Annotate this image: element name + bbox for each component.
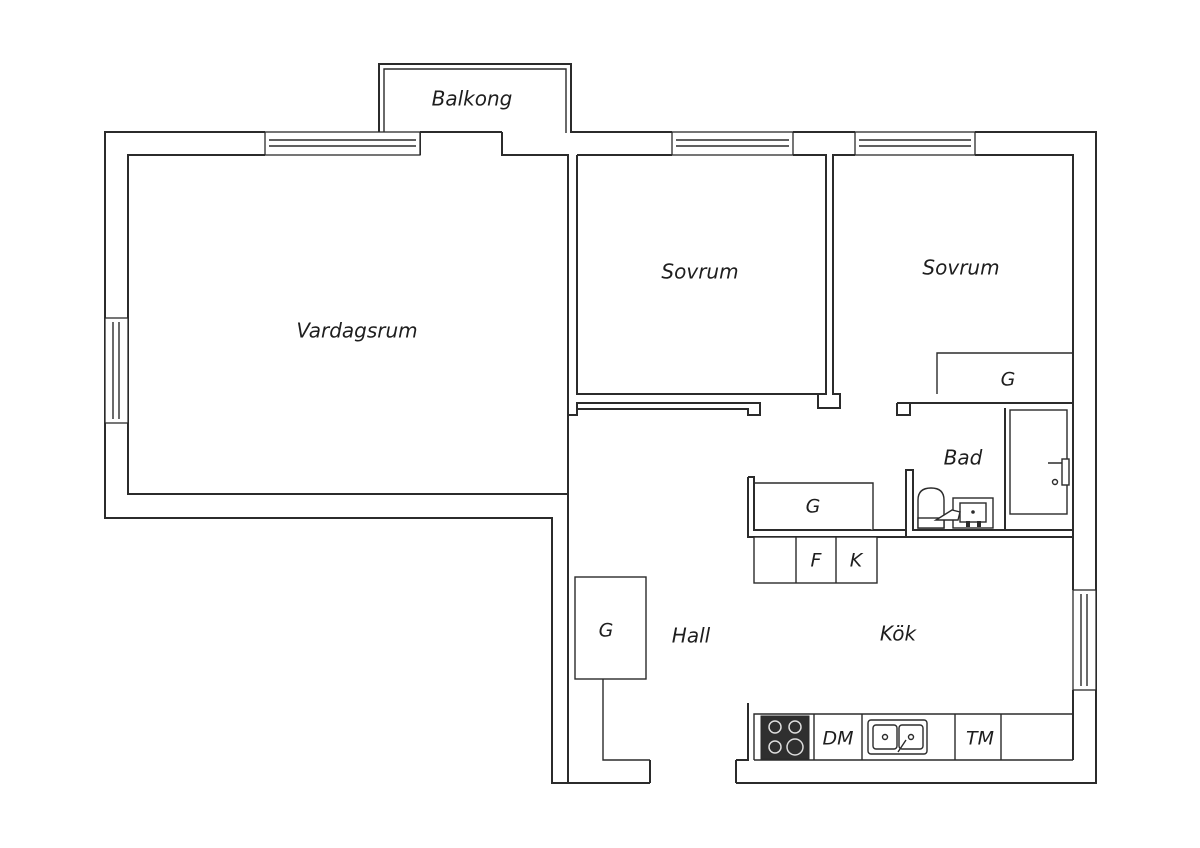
- toilet-icon: [917, 487, 945, 529]
- window-icon: [104, 131, 1097, 691]
- wardrobe-corridor-label: G: [806, 496, 821, 518]
- sink-icon: [867, 719, 928, 755]
- wardrobe-bedroom-label: G: [1001, 369, 1016, 391]
- fridge-label: K: [850, 550, 864, 572]
- dishwasher-label: DM: [822, 728, 853, 750]
- bath-label: Bad: [944, 446, 983, 470]
- bathtub-icon: [1009, 409, 1070, 515]
- hall-label: Hall: [672, 624, 711, 648]
- balcony: Balkong: [378, 63, 572, 133]
- washbasin-icon: [933, 497, 994, 529]
- bathroom: Bad: [905, 403, 1074, 538]
- freezer-label: F: [811, 550, 823, 572]
- bedroom-2-label: Sovrum: [922, 256, 999, 280]
- washer-label: TM: [966, 728, 994, 750]
- bedroom-1-label: Sovrum: [661, 260, 738, 284]
- stove-icon: [760, 715, 810, 760]
- wardrobe-hall-label: G: [599, 620, 614, 642]
- kitchen-counter: DM TM: [736, 703, 1073, 761]
- wardrobe-corridor: G: [747, 476, 906, 538]
- kitchen-wall: F K: [753, 536, 1073, 584]
- outer-walls: [104, 131, 1097, 784]
- living-room-label: Vardagsrum: [296, 319, 417, 343]
- wardrobe-bedroom: G: [936, 352, 1073, 394]
- balcony-label: Balkong: [432, 87, 513, 111]
- kitchen-label: Kök: [880, 622, 918, 646]
- wardrobe-hall: G: [574, 576, 650, 761]
